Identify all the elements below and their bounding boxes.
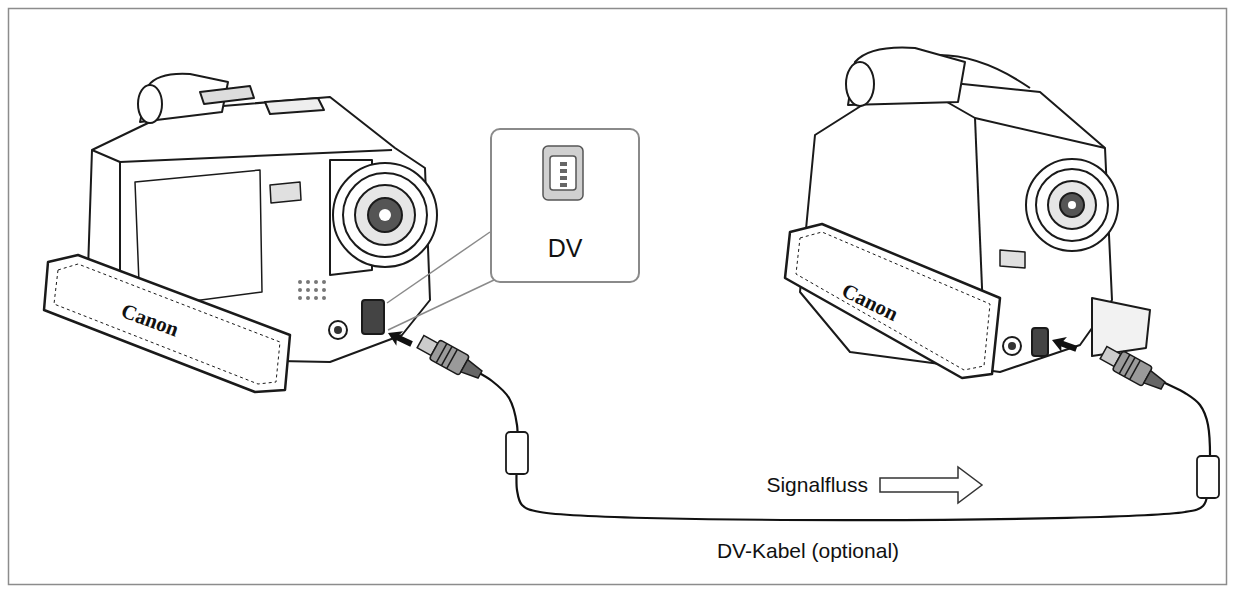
port-name: DV — [548, 234, 583, 263]
speaker-grille — [298, 288, 302, 292]
camcorder-right — [785, 48, 1150, 378]
accessory-shoe — [265, 98, 324, 114]
lens — [355, 185, 415, 245]
dv-socket — [362, 300, 384, 334]
dv-port-icon — [560, 183, 567, 187]
dv-plug — [436, 344, 457, 369]
dv-port-icon — [560, 176, 567, 180]
dv-cable — [440, 352, 1210, 520]
hand-strap — [785, 224, 1000, 378]
speaker-grille — [306, 280, 310, 284]
button — [1000, 250, 1025, 268]
eyecup — [846, 62, 874, 106]
dv-port-icon — [560, 169, 567, 173]
connector-group — [440, 352, 1210, 520]
strap-stitching — [796, 232, 990, 370]
ferrite-core — [1197, 456, 1219, 498]
leader-line — [387, 232, 490, 303]
lens — [1026, 159, 1118, 251]
lens — [333, 163, 437, 267]
lens-glint — [379, 209, 391, 221]
av-jack — [1003, 337, 1021, 355]
button — [270, 182, 301, 203]
speaker-grille — [306, 296, 310, 300]
speaker-grille — [322, 296, 326, 300]
zoom-lever — [200, 86, 254, 104]
lens-glint — [1068, 201, 1076, 209]
speaker-grille — [306, 288, 310, 292]
dv-plug — [1119, 355, 1140, 380]
dv-plug — [415, 332, 485, 384]
lens — [1036, 169, 1108, 241]
dv-port-icon — [550, 156, 576, 190]
dv-plug — [1098, 343, 1168, 395]
dv-port-icon — [543, 146, 583, 200]
speaker-grille — [298, 280, 326, 300]
speaker-grille — [314, 288, 318, 292]
strap-stitching — [54, 264, 280, 384]
camcorder-left — [44, 74, 437, 392]
lens — [368, 198, 402, 232]
speaker-grille — [298, 296, 302, 300]
dv-port-icon — [560, 162, 567, 166]
speaker-grille — [314, 280, 318, 284]
leader-line — [388, 280, 494, 330]
camcorder: Canon — [40, 70, 440, 400]
cable-label: DV-Kabel (optional) — [714, 539, 902, 563]
av-jack — [1008, 342, 1016, 350]
av-jack — [334, 326, 342, 334]
brand-name: Canon — [838, 278, 902, 326]
speaker-grille — [298, 280, 302, 284]
lens — [1060, 193, 1084, 217]
dv-plug — [1144, 371, 1167, 392]
lens — [1048, 181, 1096, 229]
signal-flow-label: Signalfluss — [766, 473, 868, 497]
hand-strap — [44, 255, 290, 392]
dv-socket — [1032, 328, 1048, 356]
speaker-grille — [322, 288, 326, 292]
callout-box: DV — [490, 128, 640, 283]
eyecup — [138, 85, 162, 123]
lcd-panel — [1092, 298, 1150, 356]
camcorder: Canon — [775, 40, 1105, 395]
signal-flow-arrow — [880, 467, 982, 503]
dv-plug — [461, 360, 484, 381]
insert-arrow — [1049, 332, 1079, 356]
dv-port-icon — [543, 146, 583, 200]
speaker-grille — [322, 280, 326, 284]
av-jack — [329, 321, 347, 339]
speaker-grille — [314, 296, 318, 300]
frame-border — [9, 9, 1227, 585]
ferrite-core — [506, 432, 528, 474]
brand-name: Canon — [118, 298, 182, 341]
lens — [343, 173, 427, 257]
